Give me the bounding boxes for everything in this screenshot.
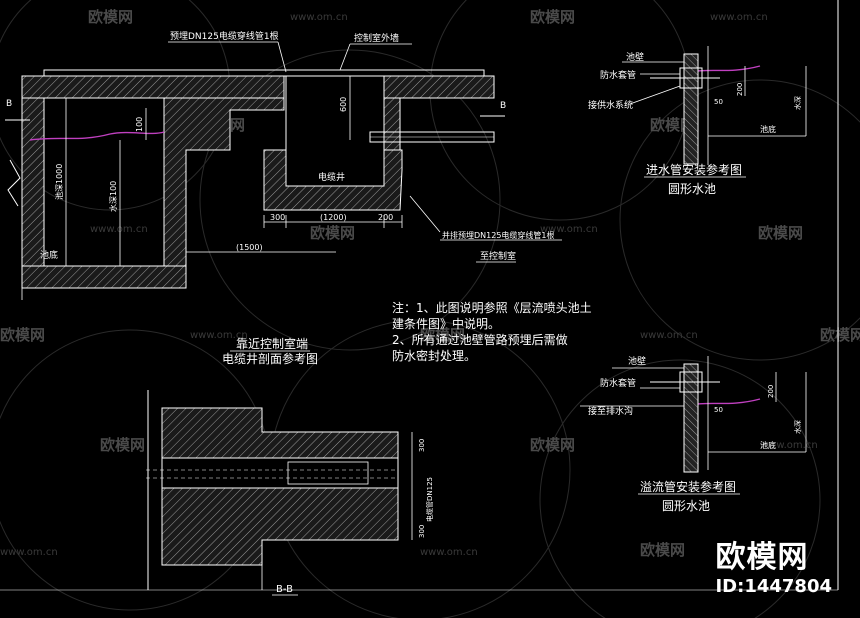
overflow-casing: 防水套管 bbox=[600, 377, 636, 389]
control-box-label: 至控制室 bbox=[480, 250, 516, 262]
inlet-dim-50: 50 bbox=[714, 98, 723, 106]
dim-1200: (1200) bbox=[320, 213, 347, 222]
note-line-3: 2、所有通过池壁管路预埋后需做 bbox=[392, 333, 568, 347]
bb-dim-mid: 电缆管DN125 bbox=[425, 477, 434, 522]
svg-text:www.om.cn: www.om.cn bbox=[420, 547, 478, 558]
svg-text:欧模网: 欧模网 bbox=[820, 326, 860, 344]
bb-dim-top: 300 bbox=[418, 439, 426, 452]
svg-text:欧模网: 欧模网 bbox=[88, 8, 133, 26]
overflow-drain: 接至排水沟 bbox=[588, 405, 633, 417]
section-mark-right: B bbox=[500, 101, 506, 111]
inlet-caption: 进水管安装参考图 bbox=[646, 162, 742, 177]
dim-600: 600 bbox=[339, 97, 348, 112]
pipe-top-label: 预埋DN125电缆穿线管1根 bbox=[170, 30, 279, 42]
svg-text:欧模网: 欧模网 bbox=[640, 541, 685, 559]
dim-200: 200 bbox=[378, 213, 393, 222]
depth-mid: 水深100 bbox=[108, 181, 118, 212]
depth-left: 池深1000 bbox=[54, 164, 64, 200]
section-mark-left: B bbox=[6, 99, 12, 109]
note-line-4: 防水密封处理。 bbox=[392, 349, 477, 363]
svg-text:www.om.cn: www.om.cn bbox=[760, 440, 818, 451]
svg-text:欧模网: 欧模网 bbox=[420, 326, 465, 344]
svg-text:www.om.cn: www.om.cn bbox=[710, 12, 768, 23]
note-line-1: 注：1、此图说明参照《层流喷头池土 bbox=[392, 301, 592, 315]
inlet-pool-bottom: 池底 bbox=[760, 124, 776, 134]
overflow-subcaption: 圆形水池 bbox=[662, 499, 710, 513]
overflow-dim-200: 200 bbox=[767, 385, 775, 398]
svg-text:欧模网: 欧模网 bbox=[100, 436, 145, 454]
pool-bottom-label: 池底 bbox=[40, 249, 58, 261]
svg-text:www.om.cn: www.om.cn bbox=[290, 12, 348, 23]
svg-text:欧模网: 欧模网 bbox=[530, 436, 575, 454]
inlet-dim-200: 200 bbox=[736, 83, 744, 96]
bb-caption: B-B bbox=[276, 584, 293, 595]
overflow-pool-wall: 池壁 bbox=[628, 355, 646, 367]
inlet-subcaption: 圆形水池 bbox=[668, 182, 716, 196]
svg-text:www.om.cn: www.om.cn bbox=[90, 224, 148, 235]
logo-brand: 欧模网 bbox=[715, 540, 809, 575]
inlet-water-depth: 水深 bbox=[793, 96, 802, 110]
main-caption-line1: 靠近控制室端 bbox=[236, 336, 308, 351]
bb-section: 300 电缆管DN125 300 B-B bbox=[146, 390, 434, 596]
overflow-caption: 溢流管安装参考图 bbox=[640, 479, 736, 494]
overflow-dim-50: 50 bbox=[714, 406, 723, 414]
svg-text:www.om.cn: www.om.cn bbox=[0, 547, 58, 558]
logo-id: ID:1447804 bbox=[715, 576, 832, 597]
svg-text:欧模网: 欧模网 bbox=[310, 224, 355, 242]
note-line-2: 建条件图》中说明。 bbox=[392, 317, 501, 331]
pipe-bottom-label: 并排预埋DN125电缆穿线管1根 bbox=[442, 230, 555, 240]
dim-300: 300 bbox=[270, 213, 285, 222]
inlet-casing: 防水套管 bbox=[600, 69, 636, 81]
corner-logo: 欧模网 ID:1447804 bbox=[715, 532, 832, 597]
notes-block: 注：1、此图说明参照《层流喷头池土 建条件图》中说明。 2、所有通过池壁管路预埋… bbox=[392, 300, 622, 364]
svg-text:欧模网: 欧模网 bbox=[530, 8, 575, 26]
overflow-water-depth: 水深 bbox=[793, 420, 802, 434]
dim-1500: (1500) bbox=[236, 243, 263, 252]
control-room-label: 控制室外墙 bbox=[354, 32, 399, 44]
svg-text:www.om.cn: www.om.cn bbox=[640, 330, 698, 341]
inlet-supply: 接供水系统 bbox=[588, 99, 633, 111]
inlet-pool-wall: 池壁 bbox=[626, 51, 644, 63]
svg-text:欧模网: 欧模网 bbox=[758, 224, 803, 242]
main-section: 预埋DN125电缆穿线管1根 控制室外墙 B B 池深1000 水深100 10… bbox=[5, 30, 761, 406]
svg-text:欧模网: 欧模网 bbox=[0, 326, 45, 344]
overflow-detail: 池壁 防水套管 接至排水沟 200 50 水深 池底 溢流管安装参考图 圆形水池 bbox=[580, 355, 807, 513]
main-caption-line2: 电缆井剖面参考图 bbox=[222, 351, 318, 366]
svg-text:www.om.cn: www.om.cn bbox=[540, 224, 598, 235]
bb-dim-bottom: 300 bbox=[418, 525, 426, 538]
inlet-detail: 池壁 防水套管 接供水系统 200 50 水深 池底 进水管安装参考图 圆形水池 bbox=[588, 46, 807, 196]
dim-100: 100 bbox=[135, 117, 144, 132]
cable-well-label: 电缆井 bbox=[318, 171, 345, 183]
overflow-pool-bottom: 池底 bbox=[760, 440, 776, 450]
svg-text:www.om.cn: www.om.cn bbox=[190, 330, 248, 341]
